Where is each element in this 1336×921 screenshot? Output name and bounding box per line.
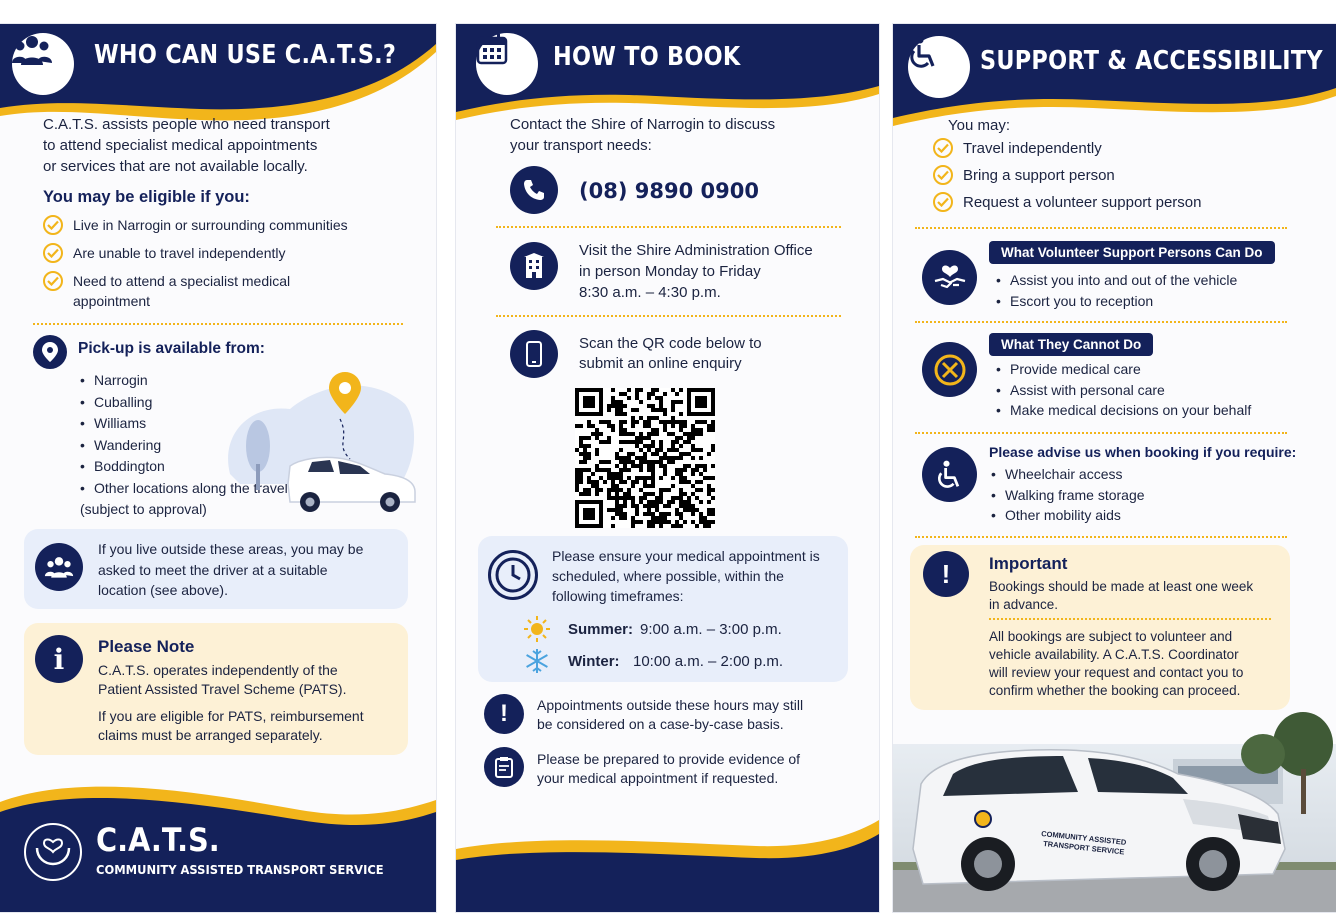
cross-circle-icon <box>922 342 977 397</box>
summer-hours: 9:00 a.m. – 3:00 p.m. <box>640 621 782 638</box>
heart-hands-icon <box>922 250 977 305</box>
vehicle-photo: COMMUNITY ASSISTED TRANSPORT SERVICE <box>893 712 1336 912</box>
brand-subtitle: COMMUNITY ASSISTED TRANSPORT SERVICE <box>96 862 384 877</box>
list-item: Cuballing <box>80 392 324 414</box>
winter-label: Winter: <box>568 653 620 670</box>
building-icon <box>510 242 558 290</box>
contact-text: Contact the Shire of Narrogin to discuss… <box>510 116 776 154</box>
important-box: ! Important Bookings should be made at l… <box>910 545 1290 710</box>
panel-how-to-book: HOW TO BOOK Contact the Shire of Narrogi… <box>456 24 879 912</box>
footer-wave <box>456 820 879 912</box>
pickup-heading: Pick-up is available from: <box>78 340 265 357</box>
page-title: SUPPORT & ACCESSIBILITY <box>980 46 1323 76</box>
check-icon <box>43 243 63 263</box>
wheelchair-icon <box>922 447 977 502</box>
list-item: Assist you into and out of the vehicle <box>996 270 1237 291</box>
sun-icon <box>524 616 550 647</box>
people-group-icon <box>35 543 83 591</box>
check-icon <box>43 271 63 291</box>
you-may-label: You may: <box>948 117 1010 134</box>
footer-wave <box>0 786 436 912</box>
map-pin-icon <box>33 335 67 369</box>
outside-hours-text: Appointments outside these hours may sti… <box>537 697 804 732</box>
divider <box>496 226 841 228</box>
check-icon <box>43 215 63 235</box>
clock-icon <box>488 550 538 600</box>
list-item: Wandering <box>80 435 324 457</box>
divider <box>915 321 1287 323</box>
check-icon <box>933 138 953 158</box>
list-item: Walking frame storage <box>991 485 1145 506</box>
note-heading: Please Note <box>98 637 195 656</box>
evidence-text: Please be prepared to provide evidence o… <box>537 751 801 786</box>
wheelchair-icon <box>908 36 970 98</box>
panel-header: SUPPORT & ACCESSIBILITY <box>893 24 1336 154</box>
advise-heading: Please advise us when booking if you req… <box>989 444 1297 460</box>
exclamation-icon: ! <box>484 694 524 734</box>
summer-label: Summer: <box>568 621 634 638</box>
heart-hands-icon <box>24 823 82 881</box>
page-title: WHO CAN USE C.A.T.S.? <box>94 40 397 70</box>
calendar-icon <box>476 33 538 95</box>
options-list: Travel independently Bring a support per… <box>933 138 1201 213</box>
eligible-heading: You may be eligible if you: <box>43 188 250 206</box>
cannot-do-tag: What They Cannot Do <box>989 333 1154 356</box>
clipboard-icon <box>484 747 524 787</box>
mobile-phone-icon <box>510 330 558 378</box>
phone-icon <box>510 166 558 214</box>
list-item: Narrogin <box>80 370 324 392</box>
cannot-do-list: Provide medical care Assist with persona… <box>996 359 1251 421</box>
intro-text: C.A.T.S. assists people who need transpo… <box>43 116 330 175</box>
divider <box>915 536 1287 538</box>
important-heading: Important <box>989 554 1068 573</box>
list-item: Provide medical care <box>996 359 1251 380</box>
advise-list: Wheelchair access Walking frame storage … <box>991 464 1145 526</box>
list-item: Williams <box>80 413 324 435</box>
panel-header: WHO CAN USE C.A.T.S.? <box>0 24 436 154</box>
divider <box>915 432 1287 434</box>
snowflake-icon <box>524 648 550 679</box>
list-item: Assist with personal care <box>996 380 1251 401</box>
divider <box>496 315 841 317</box>
divider <box>915 227 1287 229</box>
panel-who-can-use: WHO CAN USE C.A.T.S.? C.A.T.S. assists p… <box>0 24 436 912</box>
can-do-tag: What Volunteer Support Persons Can Do <box>989 241 1275 264</box>
divider <box>33 323 403 325</box>
can-do-list: Assist you into and out of the vehicle E… <box>996 270 1237 312</box>
timeframes-box: Please ensure your medical appointment i… <box>478 536 848 682</box>
list-item: Boddington <box>80 456 324 478</box>
eligible-list: Live in Narrogin or surrounding communit… <box>43 215 423 311</box>
phone-number[interactable]: (08) 9890 0900 <box>579 179 759 203</box>
panel-support-accessibility: SUPPORT & ACCESSIBILITY You may: Travel … <box>893 24 1336 912</box>
list-item: Wheelchair access <box>991 464 1145 485</box>
please-note-box: i Please Note C.A.T.S. operates independ… <box>24 623 408 755</box>
people-group-icon <box>12 33 74 95</box>
info-icon: i <box>35 635 83 683</box>
qr-code[interactable] <box>575 388 715 528</box>
list-item: Make medical decisions on your behalf <box>996 400 1251 421</box>
winter-hours: 10:00 a.m. – 2:00 p.m. <box>633 653 784 670</box>
check-icon <box>933 165 953 185</box>
car-map-illustration <box>228 372 416 512</box>
exclamation-icon: ! <box>923 551 969 597</box>
page-title: HOW TO BOOK <box>553 42 741 72</box>
list-item: Other mobility aids <box>991 505 1145 526</box>
check-icon <box>933 192 953 212</box>
outside-area-box: If you live outside these areas, you may… <box>24 529 408 609</box>
panel-header: HOW TO BOOK <box>456 24 879 154</box>
list-item: Escort you to reception <box>996 291 1237 312</box>
brand-title: C.A.T.S. <box>96 821 220 859</box>
